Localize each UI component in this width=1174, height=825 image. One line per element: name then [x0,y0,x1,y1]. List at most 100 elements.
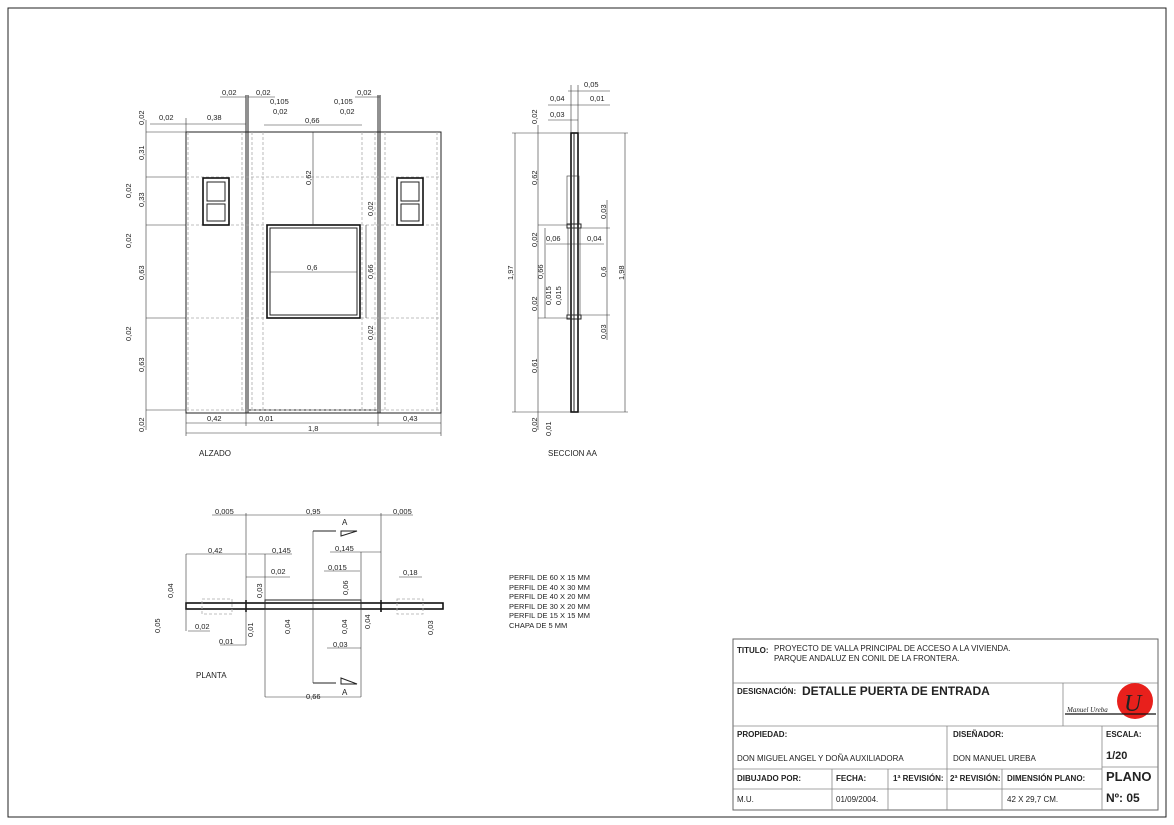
dim-label: 0,015 [554,286,563,305]
dim-label: 1,8 [308,424,318,433]
dim-label: 0,6 [307,263,317,272]
dim-label: 0,105 [334,97,353,106]
dim-label: 0,02 [357,88,372,97]
dim-label: 0,02 [256,88,271,97]
disenador-label: DISEÑADOR: [953,730,1004,739]
dim-label: 0,015 [544,286,553,305]
dim-label: 0,145 [272,546,291,555]
material-item: PERFIL DE 40 X 30 MM [509,583,590,592]
section-arrow-icon [340,530,358,537]
designacion-label: DESIGNACIÓN: [737,687,796,696]
plano-number: Nº: 05 [1106,791,1140,805]
title-block: TITULO: PROYECTO DE VALLA PRINCIPAL DE A… [732,638,1159,811]
fecha-label: FECHA: [836,774,866,783]
dim-label: 0,03 [255,583,264,598]
dim-label: 0,05 [153,618,162,633]
cut-mark-label: A [342,688,348,697]
dim-label: 0,06 [341,580,350,595]
propiedad-label: PROPIEDAD: [737,730,787,739]
dim-label: 0,02 [159,113,174,122]
dim-label: 0,6 [599,267,608,277]
dim-label: 0,005 [215,507,234,516]
cut-mark-label: A [342,518,348,527]
left-vent [202,177,230,226]
dim-label: 0,62 [304,170,313,185]
dim-label: 0,95 [306,507,321,516]
dim-label: 0,04 [587,234,602,243]
dim-label: 0,105 [270,97,289,106]
materials-list: PERFIL DE 60 X 15 MM PERFIL DE 40 X 30 M… [509,573,590,630]
dim-label: 0,04 [363,614,372,629]
dim-label: 0,02 [124,233,133,248]
dim-label: 0,62 [530,170,539,185]
signature: Manuel Ureba [1066,706,1108,714]
dimension-value: 42 X 29,7 CM. [1007,795,1058,804]
titulo-label: TITULO: [737,646,769,655]
dim-label: 0,02 [340,107,355,116]
dim-label: 0,01 [590,94,605,103]
titulo-line2: PARQUE ANDALUZ EN CONIL DE LA FRONTERA. [774,654,959,663]
section-title: SECCION AA [548,449,598,458]
dim-label: 0,02 [124,183,133,198]
material-item: PERFIL DE 40 X 20 MM [509,592,590,601]
dim-label: 0,02 [137,417,146,432]
dim-label: 0,33 [137,192,146,207]
section-arrow-icon [340,677,358,685]
dim-label: 0,02 [530,109,539,124]
elevation-view: 0,02 0,02 0,105 0,02 0,66 0,105 0,02 0,0… [124,88,442,458]
dimension-label: DIMENSIÓN PLANO: [1007,774,1085,783]
propiedad-value: DON MIGUEL ANGEL Y DOÑA AUXILIADORA [737,754,904,763]
dim-label: 0,02 [366,325,375,340]
material-item: CHAPA DE 5 MM [509,621,567,630]
dim-label: 0,02 [137,110,146,125]
material-item: PERFIL DE 15 X 15 MM [509,611,590,620]
dim-label: 0,02 [222,88,237,97]
disenador-value: DON MANUEL UREBA [953,754,1036,763]
dim-label: 0,03 [426,620,435,635]
dim-label: 0,04 [283,619,292,634]
dim-label: 0,145 [335,544,354,553]
dim-label: 0,02 [273,107,288,116]
escala-label: ESCALA: [1106,730,1142,739]
plan-title: PLANTA [196,671,227,680]
dim-label: 0,61 [530,358,539,373]
dim-label: 0,01 [544,421,553,436]
dim-label: 0,01 [246,622,255,637]
dim-label: 0,03 [333,640,348,649]
sheet-border [7,7,1167,818]
dim-label: 0,03 [550,110,565,119]
dim-label: 0,42 [207,414,222,423]
dim-label: 0,03 [599,204,608,219]
designacion-value: DETALLE PUERTA DE ENTRADA [802,684,990,698]
dim-label: 0,42 [208,546,223,555]
dim-label: 0,02 [124,326,133,341]
dim-label: 0,04 [340,619,349,634]
dim-label: 0,02 [530,296,539,311]
dim-label: 0,63 [137,265,146,280]
dim-label: 0,04 [166,583,175,598]
dim-label: 0,43 [403,414,418,423]
dim-label: 0,66 [366,264,375,279]
dim-label: 0,06 [546,234,561,243]
elevation-title: ALZADO [199,449,231,458]
material-item: PERFIL DE 60 X 15 MM [509,573,590,582]
material-item: PERFIL DE 30 X 20 MM [509,602,590,611]
dim-label: 0,03 [599,324,608,339]
dim-label: 0,02 [195,622,210,631]
dim-label: 0,02 [271,567,286,576]
plano-label: PLANO [1106,769,1152,784]
dim-label: 0,04 [550,94,565,103]
dim-label: 0,005 [393,507,412,516]
dim-label: 0,02 [366,201,375,216]
right-vent [396,177,424,226]
signature-logo: Manuel Ureba U [1065,683,1156,719]
dim-label: 0,38 [207,113,222,122]
dim-label: 0,66 [536,264,545,279]
titulo-line1: PROYECTO DE VALLA PRINCIPAL DE ACCESO A … [774,644,1011,653]
fecha-value: 01/09/2004. [836,795,878,804]
dim-label: 0,18 [403,568,418,577]
dim-label: 0,02 [530,417,539,432]
dim-label: 0,02 [530,232,539,247]
dibujado-label: DIBUJADO POR: [737,774,801,783]
